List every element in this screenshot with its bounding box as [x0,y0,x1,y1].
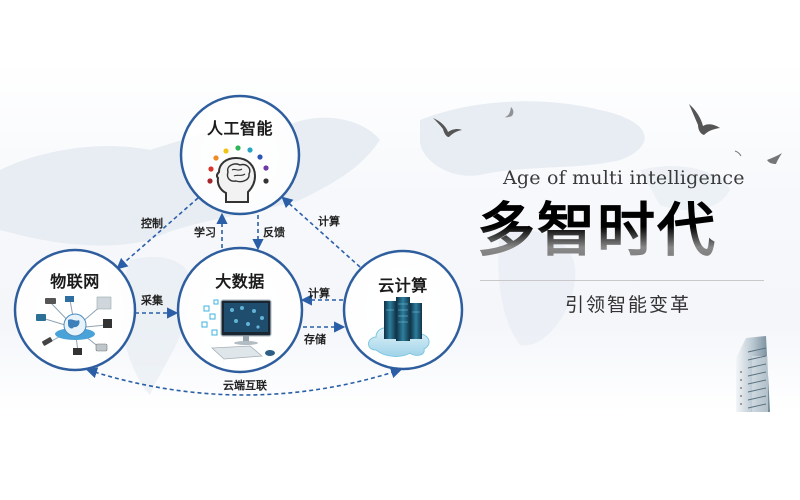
network-globe-icon [36,296,112,355]
computer-monitor-icon [201,299,275,360]
chinese-subtitle: 引领智能变革 [565,294,692,316]
edges [85,196,403,396]
cloud-server-icon [368,297,430,357]
edge-label-cloud-interconnect: 云端互联 [223,379,267,392]
banner: 人工智能 物联网 大数据 云计算 控制 学习 反馈 计算 采集 计算 存储 云端… [0,60,800,412]
edge-label-learn: 学习 [194,226,216,239]
edge-label-compute-data: 计算 [308,287,330,300]
edge-label-feedback: 反馈 [263,226,285,239]
node-title-bigdata: 大数据 [215,272,265,291]
chinese-title: 多智时代 [477,196,718,264]
brain-head-icon [207,145,269,203]
node-title-ai: 人工智能 [206,119,274,138]
seagull-icons [433,104,782,164]
world-map-background [0,94,782,412]
node-title-iot: 物联网 [50,272,100,291]
edge-label-collect: 采集 [141,294,163,307]
edge-label-storage: 存储 [304,333,326,346]
english-title: Age of multi intelligence [503,167,745,189]
edge-label-control: 控制 [141,217,163,230]
building-graphic [736,336,770,412]
title-divider [480,280,764,281]
edge-label-compute-ai: 计算 [318,215,340,228]
node-title-cloud: 云计算 [378,276,428,295]
